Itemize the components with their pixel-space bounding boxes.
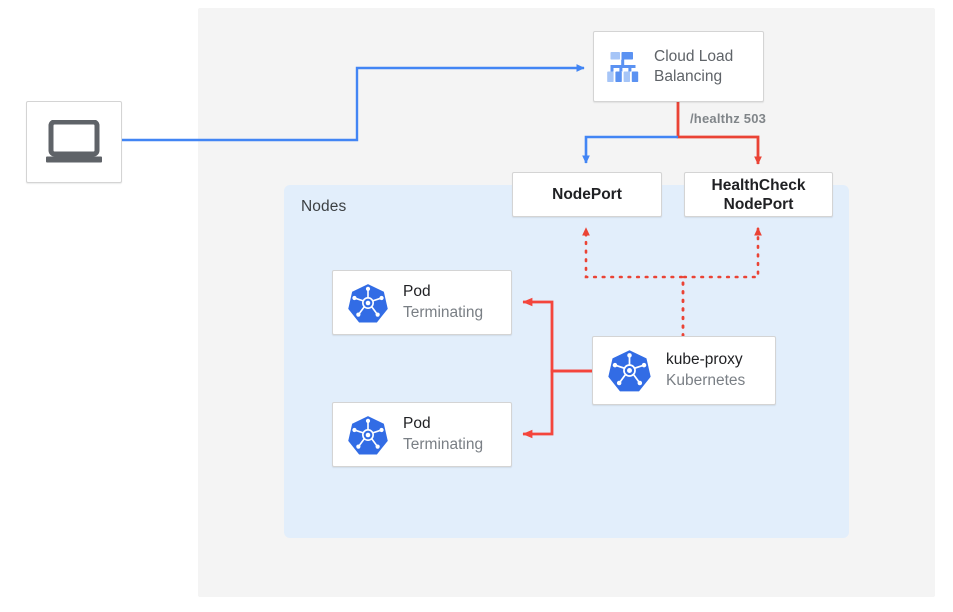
healthcheck-nodeport-box[interactable]: HealthCheck NodePort xyxy=(684,172,833,217)
laptop-icon xyxy=(46,120,102,164)
pod-2-status: Terminating xyxy=(403,436,484,453)
kubernetes-icon xyxy=(347,282,389,324)
kube-proxy-text: kube-proxy Kubernetes xyxy=(666,350,745,391)
nodeport-label: NodePort xyxy=(552,186,622,203)
pod-2-title: Pod xyxy=(403,415,431,432)
cloud-load-balancing-line1: Cloud Load xyxy=(654,47,734,65)
cloud-load-balancing-line2: Balancing xyxy=(654,67,723,85)
cloud-load-balancing-icon xyxy=(604,48,642,86)
nodeport-box[interactable]: NodePort xyxy=(512,172,662,217)
pod-1-status: Terminating xyxy=(403,304,484,321)
kube-proxy-subtitle: Kubernetes xyxy=(666,372,746,389)
nodes-region-label: Nodes xyxy=(301,198,347,215)
healthz-status-label: /healthz 503 xyxy=(690,111,767,126)
kubernetes-icon xyxy=(607,348,652,393)
pod-1-text: Pod Terminating xyxy=(403,282,483,323)
healthcheck-nodeport-line1: HealthCheck xyxy=(711,176,806,194)
kubernetes-icon xyxy=(347,414,389,456)
healthcheck-nodeport-line2: NodePort xyxy=(723,195,794,213)
cloud-load-balancing-node[interactable]: Cloud Load Balancing xyxy=(593,31,764,102)
kube-proxy-node[interactable]: kube-proxy Kubernetes xyxy=(592,336,776,405)
healthcheck-nodeport-label: HealthCheck NodePort xyxy=(712,176,806,214)
pod-node-2[interactable]: Pod Terminating xyxy=(332,402,512,467)
client-node[interactable] xyxy=(26,101,122,183)
kube-proxy-title: kube-proxy xyxy=(666,351,743,368)
pod-2-text: Pod Terminating xyxy=(403,414,483,455)
cloud-load-balancing-label: Cloud Load Balancing xyxy=(654,47,733,87)
pod-node-1[interactable]: Pod Terminating xyxy=(332,270,512,335)
pod-1-title: Pod xyxy=(403,283,431,300)
